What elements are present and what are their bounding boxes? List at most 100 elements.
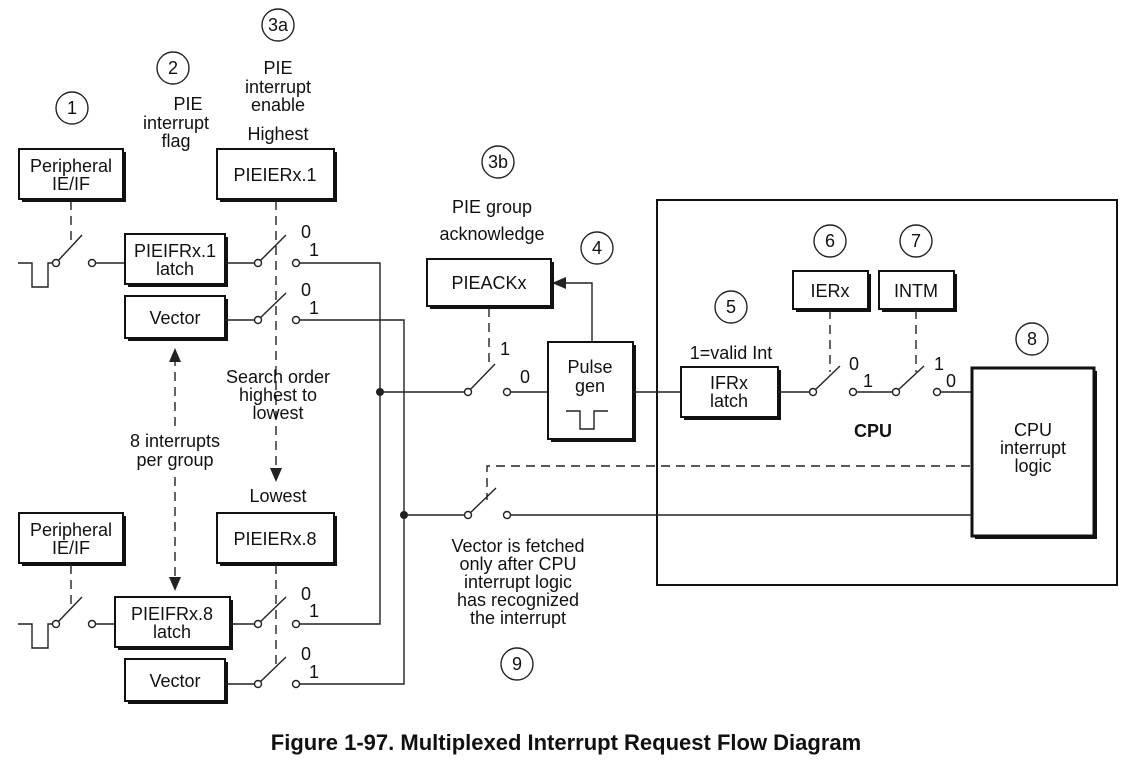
interrupts-per-group-line2: per group — [136, 450, 213, 470]
svg-text:IFRx: IFRx — [710, 373, 748, 393]
ifr-latch-box: IFRx latch — [680, 366, 781, 420]
svg-text:PIEIFRx.8: PIEIFRx.8 — [131, 604, 213, 624]
pie-flag-label-line2: interrupt — [143, 113, 209, 133]
vector-switch-1-pos1: 1 — [309, 298, 319, 318]
switch-1-pos0: 0 — [301, 222, 311, 242]
vector-bus-wire-8 — [299, 515, 405, 685]
switch-8-pos0: 0 — [301, 584, 311, 604]
pieack-arrowhead — [552, 277, 566, 289]
search-order-line1: Search order — [226, 367, 330, 387]
step-marker-6: 6 — [813, 224, 847, 258]
svg-text:latch: latch — [156, 259, 194, 279]
svg-text:2: 2 — [168, 58, 178, 78]
pieack-box: PIEACKx — [426, 258, 554, 309]
step-marker-5: 5 — [714, 290, 748, 324]
svg-text:gen: gen — [575, 376, 605, 396]
pieier-1-box: PIEIERx.1 — [216, 148, 337, 202]
vector-switch-1-pos0: 0 — [301, 280, 311, 300]
pulse-symbol-1 — [18, 262, 58, 288]
pieifr-8-latch-box: PIEIFRx.8 latch — [114, 596, 233, 650]
pieier-8-box: PIEIERx.8 — [216, 512, 337, 566]
ack-switch-arm — [467, 363, 496, 393]
intm-switch-arm — [895, 365, 925, 393]
svg-text:IE/IF: IE/IF — [52, 538, 90, 558]
vector-switch-8-pos1: 1 — [309, 662, 319, 682]
step-marker-4: 4 — [580, 231, 614, 265]
cpu-label: CPU — [854, 421, 892, 441]
cpu-interrupt-logic-box: CPU interrupt logic — [970, 366, 1097, 539]
pie-group-ack-label-line1: PIE group — [452, 197, 532, 217]
step-marker-3a: 3a — [261, 8, 295, 42]
pie-group-ack-label-line2: acknowledge — [439, 224, 544, 244]
svg-text:8: 8 — [1027, 329, 1037, 349]
vector-fetch-note-line5: the interrupt — [470, 608, 566, 628]
highest-label: Highest — [247, 124, 308, 144]
flag-bus-wire-8 — [299, 392, 381, 625]
svg-text:9: 9 — [512, 654, 522, 674]
group-span-arrow-up — [169, 348, 181, 362]
peripheral-1-switch-arm — [55, 234, 83, 264]
figure-caption: Figure 1-97. Multiplexed Interrupt Reque… — [271, 730, 861, 755]
peripheral-8-box: Peripheral IE/IF — [18, 512, 126, 566]
intm-switch-pos0: 0 — [946, 371, 956, 391]
ier-box: IERx — [792, 270, 871, 312]
svg-text:CPU: CPU — [1014, 420, 1052, 440]
intm-switch-pos1: 1 — [934, 354, 944, 374]
lowest-label: Lowest — [249, 486, 306, 506]
search-order-line3: lowest — [252, 403, 303, 423]
step-marker-2: 2 — [156, 51, 190, 85]
ier-switch-pos0: 0 — [849, 354, 859, 374]
vector-8-box: Vector — [124, 658, 228, 704]
svg-text:latch: latch — [153, 622, 191, 642]
vector-fetch-note-line2: only after CPU — [459, 554, 576, 574]
svg-text:IE/IF: IE/IF — [52, 174, 90, 194]
svg-text:IERx: IERx — [810, 281, 849, 301]
step-marker-9: 9 — [500, 647, 534, 681]
svg-text:Peripheral: Peripheral — [30, 156, 112, 176]
step-marker-1: 1 — [55, 91, 89, 125]
svg-text:latch: latch — [710, 391, 748, 411]
vector-fetch-note-line1: Vector is fetched — [451, 536, 584, 556]
svg-text:PIEIERx.1: PIEIERx.1 — [233, 165, 316, 185]
pie-enable-label-line3: enable — [251, 95, 305, 115]
pie-flag-label-line3: flag — [161, 131, 190, 151]
vector-fetch-note-line3: interrupt logic — [464, 572, 572, 592]
svg-text:6: 6 — [825, 231, 835, 251]
svg-text:3a: 3a — [268, 15, 289, 35]
vector-1-box: Vector — [124, 295, 228, 341]
ier-switch-arm — [812, 365, 841, 393]
pie-enable-label-line2: interrupt — [245, 77, 311, 97]
svg-text:5: 5 — [726, 297, 736, 317]
svg-text:PIEACKx: PIEACKx — [451, 273, 526, 293]
pulse-gen-to-pieack-wire — [566, 282, 593, 342]
switch-8-pos1: 1 — [309, 601, 319, 621]
svg-text:Pulse: Pulse — [567, 357, 612, 377]
svg-text:1: 1 — [67, 98, 77, 118]
svg-text:Peripheral: Peripheral — [30, 520, 112, 540]
valid-int-label: 1=valid Int — [690, 343, 773, 363]
vector-switch-8-pos0: 0 — [301, 644, 311, 664]
vector-bus-wire-1 — [299, 319, 405, 515]
svg-text:Vector: Vector — [149, 671, 200, 691]
intm-box: INTM — [878, 270, 957, 312]
search-order-arrow — [270, 468, 282, 482]
svg-text:PIEIFRx.1: PIEIFRx.1 — [134, 241, 216, 261]
ack-switch-pos0: 0 — [520, 367, 530, 387]
interrupts-per-group-line1: 8 interrupts — [130, 431, 220, 451]
pulse-symbol-8 — [18, 623, 58, 649]
step-marker-7: 7 — [899, 224, 933, 258]
pulse-gen-box: Pulse gen — [547, 341, 636, 442]
group-span-arrow-down — [169, 577, 181, 591]
svg-text:logic: logic — [1014, 456, 1051, 476]
vector-fetch-note-line4: has recognized — [457, 590, 579, 610]
search-order-line2: highest to — [239, 385, 317, 405]
pie-enable-label-line1: PIE — [263, 58, 292, 78]
svg-text:interrupt: interrupt — [1000, 438, 1066, 458]
svg-text:Vector: Vector — [149, 308, 200, 328]
pie-flag-label-line1: PIE — [173, 94, 202, 114]
flag-bus-wire-1 — [299, 262, 381, 392]
pieifr-1-latch-box: PIEIFRx.1 latch — [124, 233, 228, 287]
svg-text:INTM: INTM — [894, 281, 938, 301]
svg-text:3b: 3b — [488, 152, 508, 172]
